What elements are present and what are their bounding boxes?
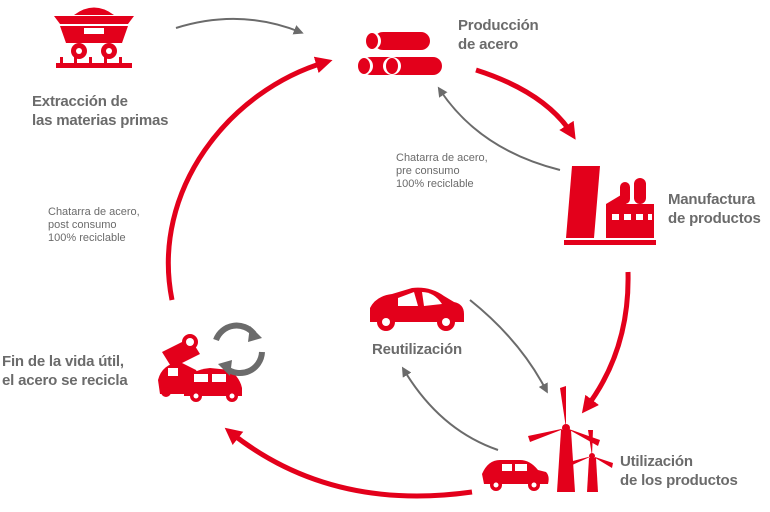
- label-production: Producción de acero: [458, 17, 539, 53]
- wind-turbine-icon: [528, 386, 613, 492]
- arrow-use-to-reuse: [401, 366, 499, 451]
- arrow-extraction-to-production: [175, 17, 304, 35]
- note-pre-consumer-scrap: Chatarra de acero, pre consumo 100% reci…: [396, 152, 488, 190]
- label-end-of-life: Fin de la vida útil, el acero se recicla: [2, 353, 128, 389]
- arrow-production-to-manufacturing: [475, 67, 576, 140]
- arrow-reuse-to-use: [469, 299, 548, 394]
- label-manufacturing: Manufactura de productos: [668, 191, 761, 227]
- arrow-manufacturing-to-use: [581, 271, 631, 414]
- scrap-cars-recycle-icon: [158, 322, 265, 402]
- label-reuse: Reutilización: [372, 341, 462, 358]
- arrow-pre-consumer-scrap: [437, 86, 561, 171]
- arrow-use-to-end-of-life: [224, 427, 473, 499]
- car-icon: [370, 287, 464, 331]
- label-use: Utilización de los productos: [620, 453, 738, 489]
- steel-pipes-icon: [355, 32, 442, 75]
- car-icon-use: [482, 460, 549, 491]
- label-extraction: Extracción de las materias primas: [32, 93, 169, 129]
- factory-icon: [564, 166, 656, 245]
- mine-cart-icon: [54, 7, 134, 68]
- note-post-consumer-scrap: Chatarra de acero, post consumo 100% rec…: [48, 206, 140, 244]
- arrow-post-consumer-scrap: [165, 56, 333, 301]
